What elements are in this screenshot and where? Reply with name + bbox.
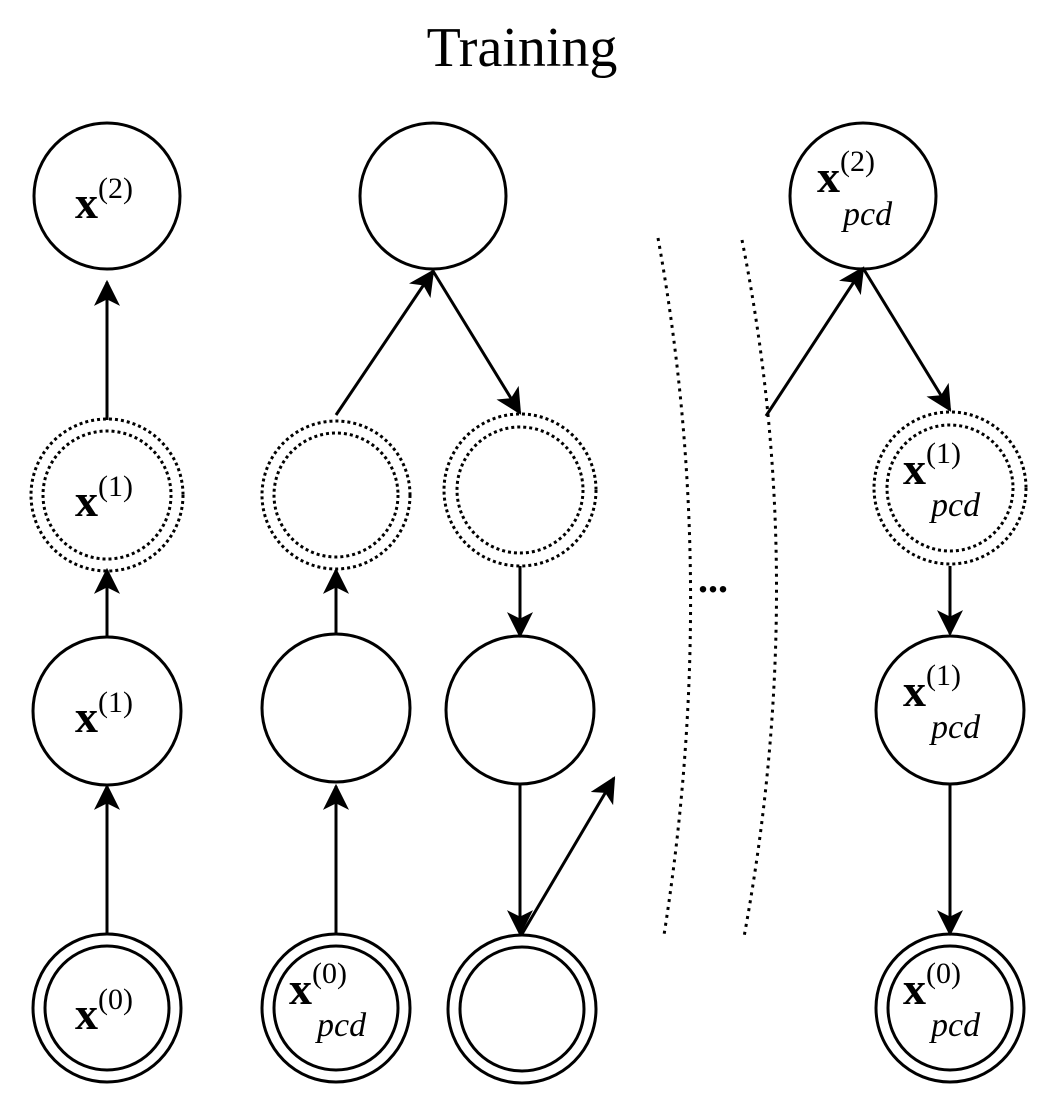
node-c4-x1-pcd: x(1) pcd bbox=[874, 634, 1026, 786]
svg-text:x(2): x(2) bbox=[75, 172, 133, 228]
node-label-x: x bbox=[903, 443, 926, 494]
node-label-x: x bbox=[75, 691, 98, 742]
node-c1-x1-dotted: x(1) bbox=[29, 417, 185, 573]
svg-text:x(1): x(1) bbox=[75, 470, 133, 526]
node-c4-x0-pcd: x(0) pcd bbox=[874, 932, 1026, 1084]
node-c2-x1-dotted bbox=[260, 419, 412, 571]
node-label-x: x bbox=[75, 988, 98, 1039]
edge-c3-x0-continue bbox=[520, 776, 616, 935]
node-c3-x0 bbox=[446, 933, 598, 1085]
svg-text:x(1): x(1) bbox=[903, 437, 961, 494]
separator-line-left bbox=[656, 237, 693, 936]
node-label-sup: (0) bbox=[98, 983, 133, 1016]
node-label-x: x bbox=[903, 665, 926, 716]
svg-text:x(2): x(2) bbox=[817, 145, 875, 202]
svg-text:x(0): x(0) bbox=[75, 983, 133, 1039]
node-c4-x2-pcd: x(2) pcd bbox=[788, 121, 938, 271]
node-label-x: x bbox=[75, 177, 98, 228]
node-c1-x0: x(0) bbox=[31, 932, 183, 1084]
node-label-x: x bbox=[817, 151, 840, 202]
edge-c2-x1-dotted-to-x2 bbox=[334, 269, 435, 416]
nodes: x(2) x(1) x(1) x(0) bbox=[29, 121, 1028, 1085]
node-label-sup: (1) bbox=[926, 659, 961, 692]
node-c1-x1: x(1) bbox=[31, 635, 183, 787]
node-c4-x1-dotted-pcd: x(1) pcd bbox=[872, 410, 1028, 566]
diagram-title: Training bbox=[427, 17, 618, 79]
node-c2-x0-pcd: x(0) pcd bbox=[260, 932, 412, 1084]
node-c3-x1-dotted bbox=[442, 412, 598, 568]
node-label-sub: pcd bbox=[929, 709, 981, 746]
svg-text:x(1): x(1) bbox=[903, 659, 961, 716]
node-label-sup: (2) bbox=[840, 145, 875, 178]
node-label-x: x bbox=[75, 475, 98, 526]
node-label-sup: (2) bbox=[98, 172, 133, 205]
node-label-sub: pcd bbox=[929, 1007, 981, 1044]
edges bbox=[94, 266, 963, 937]
node-label-sup: (0) bbox=[312, 957, 347, 990]
separator-line-right bbox=[740, 239, 778, 938]
edge-c4-x2-to-x1-dotted bbox=[861, 267, 952, 412]
node-label-sub: pcd bbox=[841, 196, 893, 233]
node-c3-x1 bbox=[444, 634, 596, 786]
edge-c4-incoming bbox=[764, 266, 865, 417]
edge-x2-to-c3-x1-dotted bbox=[431, 270, 522, 415]
svg-text:x(0): x(0) bbox=[903, 957, 961, 1014]
node-c2-x1 bbox=[260, 632, 412, 784]
node-label-sup: (1) bbox=[98, 470, 133, 503]
node-shared-x2-empty bbox=[358, 121, 508, 271]
node-c1-x2: x(2) bbox=[32, 121, 182, 271]
ellipsis: ... bbox=[698, 556, 728, 601]
node-label-sub: pcd bbox=[929, 487, 981, 524]
node-label-sup: (0) bbox=[926, 957, 961, 990]
separator: ... bbox=[656, 237, 778, 938]
svg-text:x(0): x(0) bbox=[289, 957, 347, 1014]
node-label-x: x bbox=[289, 963, 312, 1014]
node-label-sup: (1) bbox=[98, 686, 133, 719]
node-label-sub: pcd bbox=[315, 1007, 367, 1044]
node-label-x: x bbox=[903, 963, 926, 1014]
svg-text:x(1): x(1) bbox=[75, 686, 133, 742]
node-label-sup: (1) bbox=[926, 437, 961, 470]
